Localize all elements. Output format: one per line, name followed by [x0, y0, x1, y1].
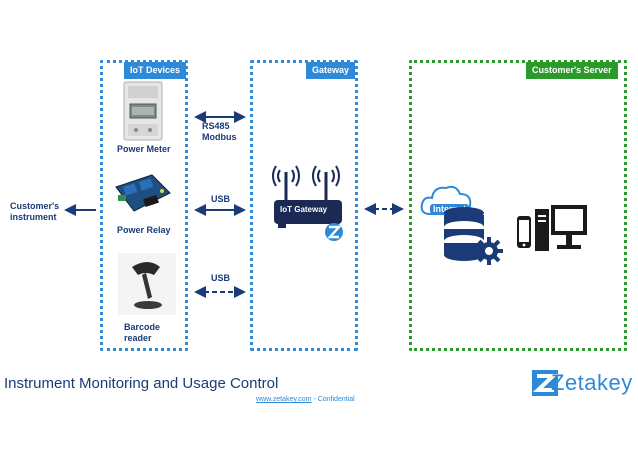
barcode-reader-image [118, 253, 176, 315]
gear-icon [475, 237, 503, 265]
iot-gateway-router-icon [272, 165, 343, 241]
customer-server-tag: Customer's Server [526, 62, 618, 79]
website-link[interactable]: www.zetakey.com [256, 396, 312, 403]
rs485-label: RS485 Modbus [202, 121, 237, 142]
gateway-group [250, 60, 358, 351]
usb-label-2: USB [211, 273, 231, 283]
power-relay-label: Power Relay [117, 225, 171, 235]
zetakey-logo: Zetakey [528, 366, 633, 402]
zetakey-brand-text: Zetakey [551, 370, 633, 395]
usb-label-1: USB [211, 194, 231, 204]
confidential-text: - Confidential [311, 396, 355, 403]
iot-gateway-text: IoT Gateway [280, 205, 328, 214]
desktop-computer-icon [535, 205, 587, 251]
customer-server-group [409, 60, 627, 351]
iot-devices-group [100, 60, 188, 351]
footer-note: www.zetakey.com - Confidential [256, 396, 355, 403]
iot-devices-tag: IoT Devices [124, 62, 187, 79]
smartphone-icon [517, 216, 531, 248]
power-meter-image [123, 81, 163, 141]
database-icon [444, 207, 484, 261]
power-meter-label: Power Meter [117, 144, 171, 154]
page-title: Instrument Monitoring and Usage Control [4, 375, 279, 392]
gateway-tag: Gateway [306, 62, 356, 79]
customer-instrument-label: Customer's instrument [10, 201, 60, 222]
barcode-reader-label: Barcode reader [124, 322, 161, 343]
zetakey-logo-badge [532, 370, 559, 396]
power-relay-image [115, 174, 171, 212]
